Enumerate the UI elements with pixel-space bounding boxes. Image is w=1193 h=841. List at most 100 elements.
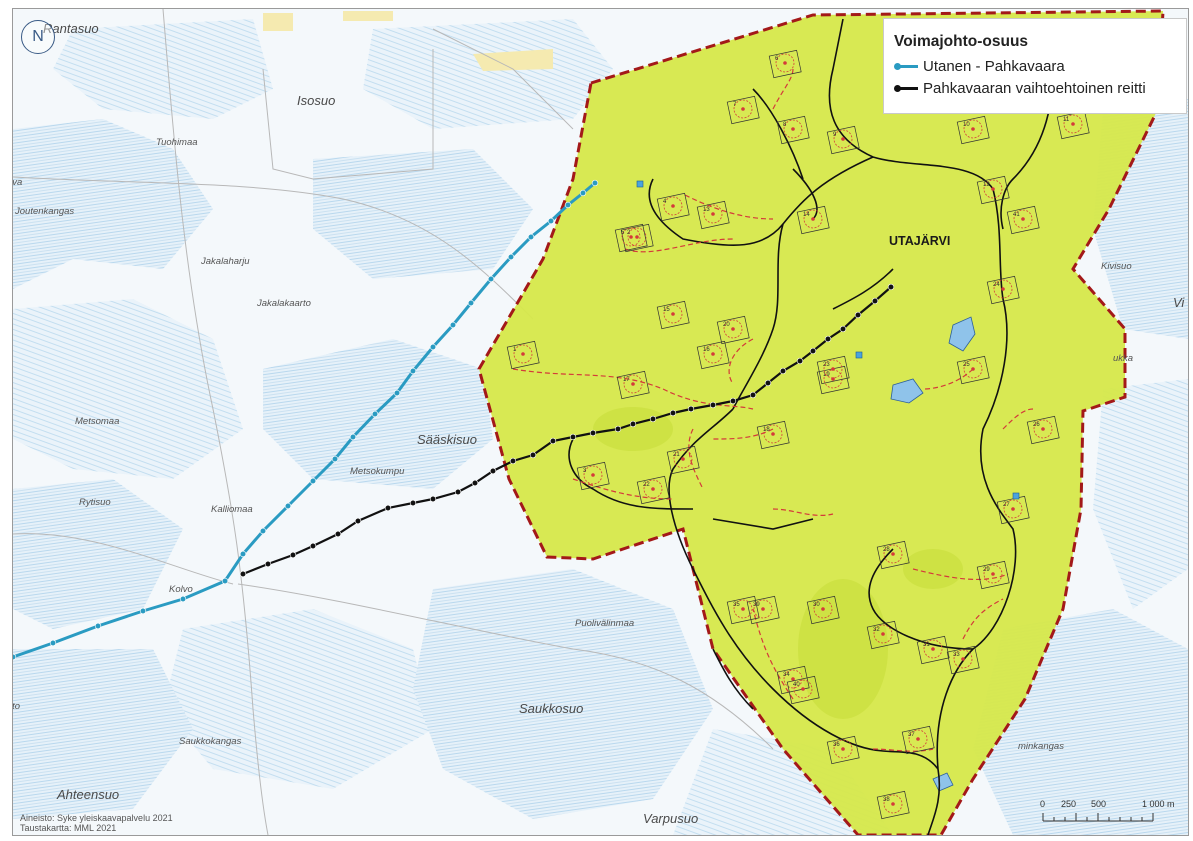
pylon-marker xyxy=(871,297,879,305)
turbine-site[interactable]: 4 xyxy=(656,192,690,222)
place-label: Joutenkangas xyxy=(14,206,74,217)
turbine-site[interactable]: 2 xyxy=(620,223,654,253)
turbine-id-label: 15 xyxy=(663,307,670,313)
map-legend: Voimajohto-osuus Utanen - Pahkavaara Pah… xyxy=(883,18,1187,114)
turbine-id-label: 29 xyxy=(983,567,990,573)
turbine-site[interactable]: 5 xyxy=(614,223,648,253)
turbine-site[interactable]: 29 xyxy=(976,560,1010,590)
turbine-id-label: 24 xyxy=(993,282,1000,288)
turbine-site[interactable]: 15 xyxy=(656,300,690,330)
turbine-site[interactable]: 6 xyxy=(768,49,802,79)
turbine-site[interactable]: 28 xyxy=(876,540,910,570)
turbine-icon xyxy=(891,552,895,556)
place-label: Vi xyxy=(1173,295,1185,310)
turbine-site[interactable]: 26 xyxy=(1026,415,1060,445)
pylon-marker xyxy=(579,189,587,197)
turbine-icon xyxy=(1011,507,1015,511)
turbine-site[interactable]: 22 xyxy=(636,475,670,505)
field-patches xyxy=(263,11,553,71)
substation-markers xyxy=(636,180,1020,500)
pylon-marker xyxy=(729,397,737,405)
turbine-icon xyxy=(651,487,655,491)
pylon-marker xyxy=(527,233,535,241)
turbine-site[interactable]: 17 xyxy=(616,370,650,400)
turbine-icon xyxy=(821,607,825,611)
pylon-marker xyxy=(409,367,417,375)
turbine-site[interactable]: 30 xyxy=(806,595,840,625)
pylon-marker xyxy=(489,467,497,475)
pylon-marker xyxy=(284,502,292,510)
pylon-marker xyxy=(139,607,147,615)
turbine-icon xyxy=(841,137,845,141)
pylon-marker xyxy=(669,409,677,417)
scale-label: 250 xyxy=(1061,799,1077,809)
turbine-id-label: 8 xyxy=(783,122,787,128)
turbine-site[interactable]: 38 xyxy=(876,790,910,820)
pylon-marker xyxy=(384,504,392,512)
powerline-black-pylons xyxy=(239,283,895,578)
turbine-site[interactable]: 31 xyxy=(916,635,950,665)
turbine-site[interactable]: 1 xyxy=(506,340,540,370)
place-label: Sääskisuo xyxy=(417,432,477,447)
turbine-site[interactable]: 14 xyxy=(796,205,830,235)
turbine-site[interactable]: 32 xyxy=(866,620,900,650)
turbine-site[interactable]: 3 xyxy=(576,461,610,491)
legend-item-label: Utanen - Pahkavaara xyxy=(923,57,1065,75)
credit-line: Aineisto: Syke yleiskaavapalvelu 2021 xyxy=(20,813,173,823)
turbine-site[interactable]: 20 xyxy=(716,315,750,345)
turbine-icon xyxy=(1001,287,1005,291)
place-label: Kalliomaa xyxy=(211,504,253,515)
turbine-site[interactable]: 33 xyxy=(946,645,980,675)
turbine-site[interactable]: 24 xyxy=(986,275,1020,305)
legend-title: Voimajohto-osuus xyxy=(894,33,1029,50)
turbine-site[interactable]: 36 xyxy=(826,735,860,765)
turbine-site[interactable]: 35 xyxy=(726,595,760,625)
turbine-site[interactable]: 7 xyxy=(726,95,760,125)
turbine-icon xyxy=(671,204,675,208)
turbine-site[interactable]: 13 xyxy=(696,200,730,230)
pylon-marker xyxy=(749,391,757,399)
turbine-icon xyxy=(891,802,895,806)
roads xyxy=(13,9,774,835)
pylon-marker xyxy=(334,530,342,538)
turbine-id-label: 34 xyxy=(783,672,790,678)
map-credits: Aineisto: Syke yleiskaavapalvelu 2021 Ta… xyxy=(20,813,173,833)
turbine-icon xyxy=(931,647,935,651)
turbine-site[interactable]: 9 xyxy=(826,125,860,155)
turbine-site[interactable]: 27 xyxy=(996,495,1030,525)
turbine-site[interactable]: 16 xyxy=(696,340,730,370)
turbine-id-label: 35 xyxy=(733,602,740,608)
turbine-site[interactable]: 41 xyxy=(1006,205,1040,235)
pylon-marker xyxy=(564,201,572,209)
powerline-blue-pylons xyxy=(13,179,599,661)
pylon-marker xyxy=(649,415,657,423)
pylon-marker xyxy=(591,179,599,187)
turbine-sites: 1234567891011121314151617181920212223242… xyxy=(506,49,1090,820)
turbine-icon xyxy=(881,632,885,636)
pylon-marker xyxy=(239,550,247,558)
turbine-site[interactable]: 12 xyxy=(976,175,1010,205)
turbine-site[interactable]: 40 xyxy=(786,675,820,705)
turbine-icon xyxy=(591,473,595,477)
turbine-site[interactable]: 39 xyxy=(746,595,780,625)
place-label: Jakalaharju xyxy=(200,256,250,267)
turbine-site[interactable]: 23 xyxy=(816,355,850,385)
turbine-site[interactable]: 8 xyxy=(776,115,810,145)
turbine-site[interactable]: 10 xyxy=(956,115,990,145)
turbine-site[interactable]: 25 xyxy=(956,355,990,385)
pylon-marker xyxy=(467,299,475,307)
turbine-site[interactable]: 21 xyxy=(666,445,700,475)
turbine-id-label: 16 xyxy=(703,347,710,353)
pylon-marker xyxy=(824,335,832,343)
map-canvas[interactable]: 1234567891011121314151617181920212223242… xyxy=(13,9,1188,835)
turbine-site[interactable]: 18 xyxy=(756,420,790,450)
turbine-icon xyxy=(1021,217,1025,221)
turbine-site[interactable]: 37 xyxy=(901,725,935,755)
turbine-id-label: 13 xyxy=(703,207,710,213)
turbine-site[interactable]: 11 xyxy=(1056,110,1090,140)
turbine-icon xyxy=(841,747,845,751)
powerline-pahkavaara-alternative[interactable] xyxy=(242,286,892,576)
place-label: Saukkosuo xyxy=(519,701,583,716)
pylon-marker xyxy=(13,653,17,661)
